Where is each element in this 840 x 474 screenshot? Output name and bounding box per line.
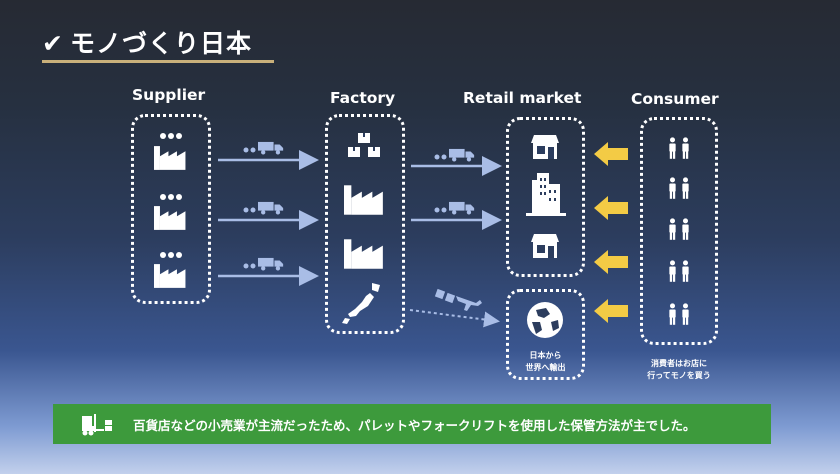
delivery-arrow <box>411 148 502 176</box>
japan-map-icon <box>342 283 380 324</box>
airplane-icon <box>456 296 482 311</box>
people-icon <box>669 137 689 159</box>
supplier-factory-icon <box>154 252 186 288</box>
factory-box <box>325 114 405 334</box>
page-title-text: モノづくり日本 <box>69 29 252 58</box>
people-icon <box>669 218 689 240</box>
consumer-caption-line1: 消費者はお店に <box>651 359 707 368</box>
export-caption-line1: 日本から <box>529 351 562 360</box>
factory-label: Factory <box>330 89 396 107</box>
people-icon <box>669 177 689 199</box>
factory-icon <box>344 239 383 269</box>
delivery-arrow <box>218 201 319 230</box>
delivery-arrow <box>411 201 502 230</box>
export-arrow <box>409 288 500 328</box>
delivery-arrow <box>218 257 319 286</box>
shop-icon <box>531 234 559 258</box>
purchase-arrow <box>594 196 628 220</box>
purchase-arrow <box>594 142 628 166</box>
retail-market-label: Retail market <box>463 89 582 107</box>
info-banner: 百貨店などの小売業が主流だったため、パレットやフォークリフトを使用した保管方法が… <box>53 404 771 444</box>
consumer-caption: 消費者はお店に 行ってモノを買う <box>628 358 730 382</box>
people-icon <box>669 303 689 325</box>
consumer-label: Consumer <box>631 90 719 108</box>
title-underline <box>42 60 274 63</box>
retail-box <box>506 117 585 277</box>
globe-icon <box>527 302 563 338</box>
consumer-caption-line2: 行ってモノを買う <box>647 371 711 380</box>
page-title: ✔モノづくり日本 <box>42 24 252 60</box>
boxes-icon <box>348 133 380 157</box>
supplier-label: Supplier <box>132 86 206 104</box>
banner-text: 百貨店などの小売業が主流だったため、パレットやフォークリフトを使用した保管方法が… <box>133 418 696 433</box>
export-caption: 日本から 世界へ輸出 <box>506 350 585 374</box>
people-icon <box>669 260 689 282</box>
export-box <box>506 289 585 380</box>
check-icon: ✔ <box>42 29 64 58</box>
purchase-arrow <box>594 250 628 274</box>
consumer-box <box>640 117 718 345</box>
supplier-factory-icon <box>154 194 186 230</box>
supplier-factory-icon <box>154 133 186 170</box>
forklift-icon <box>82 414 112 436</box>
shop-icon <box>531 135 559 159</box>
factory-icon <box>344 185 383 215</box>
office-building-icon <box>526 173 566 216</box>
delivery-arrow <box>218 141 319 170</box>
export-caption-line2: 世界へ輸出 <box>525 363 566 372</box>
supplier-box <box>131 114 211 304</box>
purchase-arrow <box>594 299 628 323</box>
